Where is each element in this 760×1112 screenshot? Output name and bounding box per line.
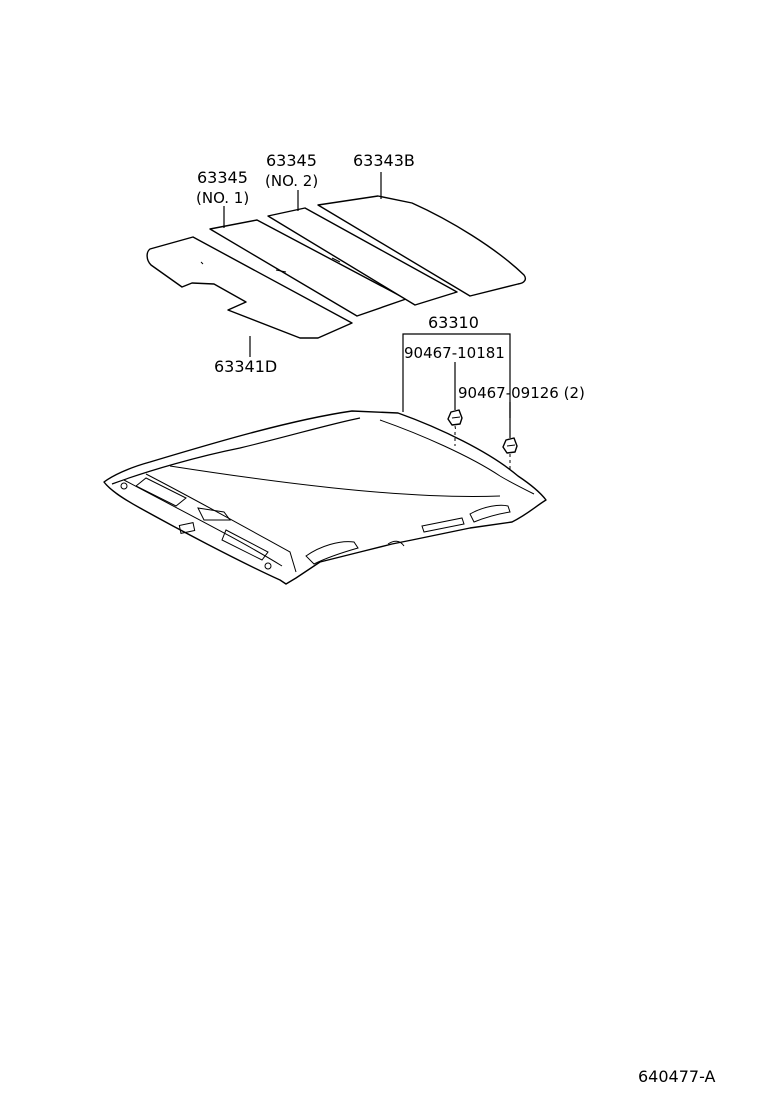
figure-id: 640477-A (638, 1067, 716, 1086)
rear-silencer-pad (317, 195, 527, 297)
clip-90467-09126 (502, 437, 518, 472)
clip-90467-10181 (447, 409, 463, 433)
label-clip-a: 90467-10181 (404, 344, 505, 362)
label-pad-no1-qualifier: (NO. 1) (196, 189, 249, 207)
label-headliner: 63310 (428, 313, 479, 332)
label-rear-pad: 63343B (353, 151, 415, 170)
label-pad-no2-qualifier: (NO. 2) (265, 172, 318, 190)
label-pad-no1-part: 63345 (197, 168, 248, 187)
silencer-pad-no2 (267, 207, 458, 306)
silencer-pads (146, 195, 527, 339)
leader-lines (223, 172, 511, 446)
roof-headliner (103, 410, 547, 585)
label-front-pad: 63341D (214, 357, 277, 376)
label-clip-b: 90467-09126 (2) (458, 384, 585, 402)
headliner-outline (103, 410, 547, 585)
label-pad-no2-part: 63345 (266, 151, 317, 170)
front-silencer-pad (146, 236, 353, 339)
callout-labels: 63345 (NO. 1) 63345 (NO. 2) 63343B 63341… (196, 151, 716, 1086)
